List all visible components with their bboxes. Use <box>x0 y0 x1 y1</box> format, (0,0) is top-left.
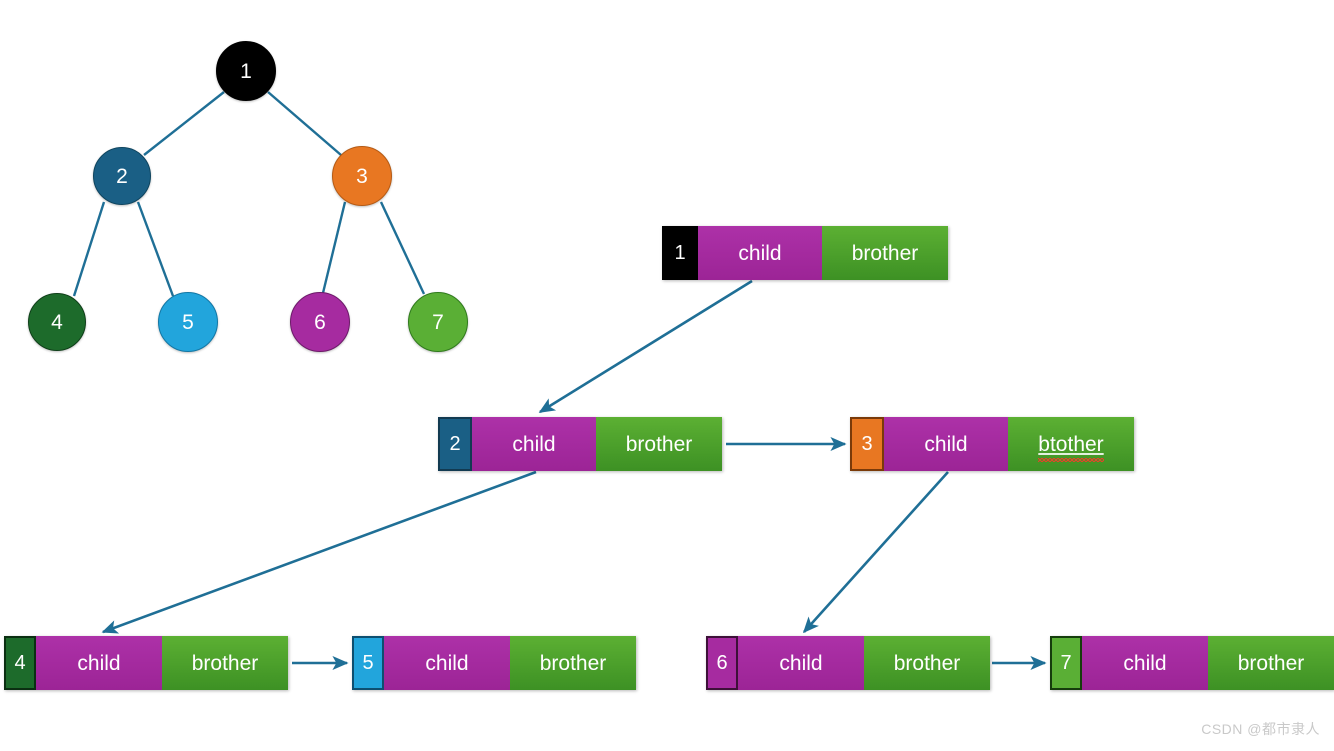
pointer-1-child-to-2 <box>538 279 753 414</box>
list-node-5-child-cell[interactable]: child <box>384 636 510 690</box>
tree-node-4-label: 4 <box>51 310 63 334</box>
list-node-1-child-label: child <box>738 241 782 265</box>
list-node-1-brother-label: brother <box>851 241 919 265</box>
list-node-2-key: 2 <box>438 417 472 471</box>
list-node-7[interactable]: 7 child brother <box>1050 636 1334 690</box>
list-node-7-key: 7 <box>1050 636 1082 690</box>
list-node-5[interactable]: 5 child brother <box>352 636 636 690</box>
tree-edge-2-5 <box>136 201 175 297</box>
tree-node-2[interactable]: 2 <box>93 147 151 205</box>
list-node-5-brother-cell[interactable]: brother <box>510 636 636 690</box>
list-node-1-brother-cell[interactable]: brother <box>822 226 948 280</box>
list-node-2-key-label: 2 <box>449 433 461 455</box>
list-node-6-child-label: child <box>779 651 823 675</box>
list-node-5-brother-label: brother <box>539 651 607 675</box>
list-node-1[interactable]: 1 child brother <box>662 226 948 280</box>
list-node-7-key-label: 7 <box>1060 652 1072 674</box>
tree-edge-3-6 <box>321 201 347 294</box>
list-node-3[interactable]: 3 child btother <box>850 417 1134 471</box>
list-node-7-child-label: child <box>1123 651 1167 675</box>
tree-edge-3-7 <box>379 201 426 295</box>
list-node-4-key-label: 4 <box>14 652 26 674</box>
tree-edge-1-2 <box>143 91 225 156</box>
list-node-3-brother-text: btother <box>1038 432 1104 456</box>
list-node-7-child-cell[interactable]: child <box>1082 636 1208 690</box>
list-node-3-key-label: 3 <box>861 433 873 455</box>
list-node-7-brother-cell[interactable]: brother <box>1208 636 1334 690</box>
list-node-4-key: 4 <box>4 636 36 690</box>
pointer-3-child-to-6 <box>802 471 949 634</box>
list-node-6[interactable]: 6 child brother <box>706 636 990 690</box>
list-node-6-key-label: 6 <box>716 652 728 674</box>
tree-node-6[interactable]: 6 <box>290 292 350 352</box>
list-node-5-key: 5 <box>352 636 384 690</box>
tree-node-3[interactable]: 3 <box>332 146 392 206</box>
tree-node-6-label: 6 <box>314 310 326 334</box>
list-node-2[interactable]: 2 child brother <box>438 417 722 471</box>
tree-node-7[interactable]: 7 <box>408 292 468 352</box>
list-node-2-brother-cell[interactable]: brother <box>596 417 722 471</box>
tree-node-3-label: 3 <box>356 164 368 188</box>
list-node-6-brother-cell[interactable]: brother <box>864 636 990 690</box>
tree-node-4[interactable]: 4 <box>28 293 86 351</box>
list-node-4-child-label: child <box>77 651 121 675</box>
tree-node-2-label: 2 <box>116 164 128 188</box>
list-node-5-key-label: 5 <box>362 652 374 674</box>
list-node-3-child-cell[interactable]: child <box>884 417 1008 471</box>
list-node-6-child-cell[interactable]: child <box>738 636 864 690</box>
list-node-1-key-label: 1 <box>674 242 686 264</box>
list-node-3-key: 3 <box>850 417 884 471</box>
tree-node-7-label: 7 <box>432 310 444 334</box>
tree-node-1-label: 1 <box>240 59 252 83</box>
list-node-3-brother-label: btother <box>1038 432 1104 462</box>
tree-node-5-label: 5 <box>182 310 194 334</box>
list-node-6-brother-label: brother <box>893 651 961 675</box>
tree-node-1[interactable]: 1 <box>216 41 276 101</box>
tree-edge-2-4 <box>72 201 106 297</box>
tree-edge-1-3 <box>267 91 342 156</box>
list-node-4-brother-label: brother <box>191 651 259 675</box>
list-node-5-child-label: child <box>425 651 469 675</box>
spellcheck-squiggle-icon <box>1038 457 1104 462</box>
list-node-4-brother-cell[interactable]: brother <box>162 636 288 690</box>
tree-node-5[interactable]: 5 <box>158 292 218 352</box>
list-node-4[interactable]: 4 child brother <box>4 636 288 690</box>
list-node-2-brother-label: brother <box>625 432 693 456</box>
list-node-6-key: 6 <box>706 636 738 690</box>
list-node-3-brother-cell[interactable]: btother <box>1008 417 1134 471</box>
list-node-3-child-label: child <box>924 432 968 456</box>
pointer-2-child-to-4 <box>101 470 537 634</box>
list-node-7-brother-label: brother <box>1237 651 1305 675</box>
list-node-2-child-label: child <box>512 432 556 456</box>
list-node-2-child-cell[interactable]: child <box>472 417 596 471</box>
list-node-1-key: 1 <box>662 226 698 280</box>
csdn-watermark: CSDN @都市隶人 <box>1201 721 1320 737</box>
list-node-1-child-cell[interactable]: child <box>698 226 822 280</box>
list-node-4-child-cell[interactable]: child <box>36 636 162 690</box>
